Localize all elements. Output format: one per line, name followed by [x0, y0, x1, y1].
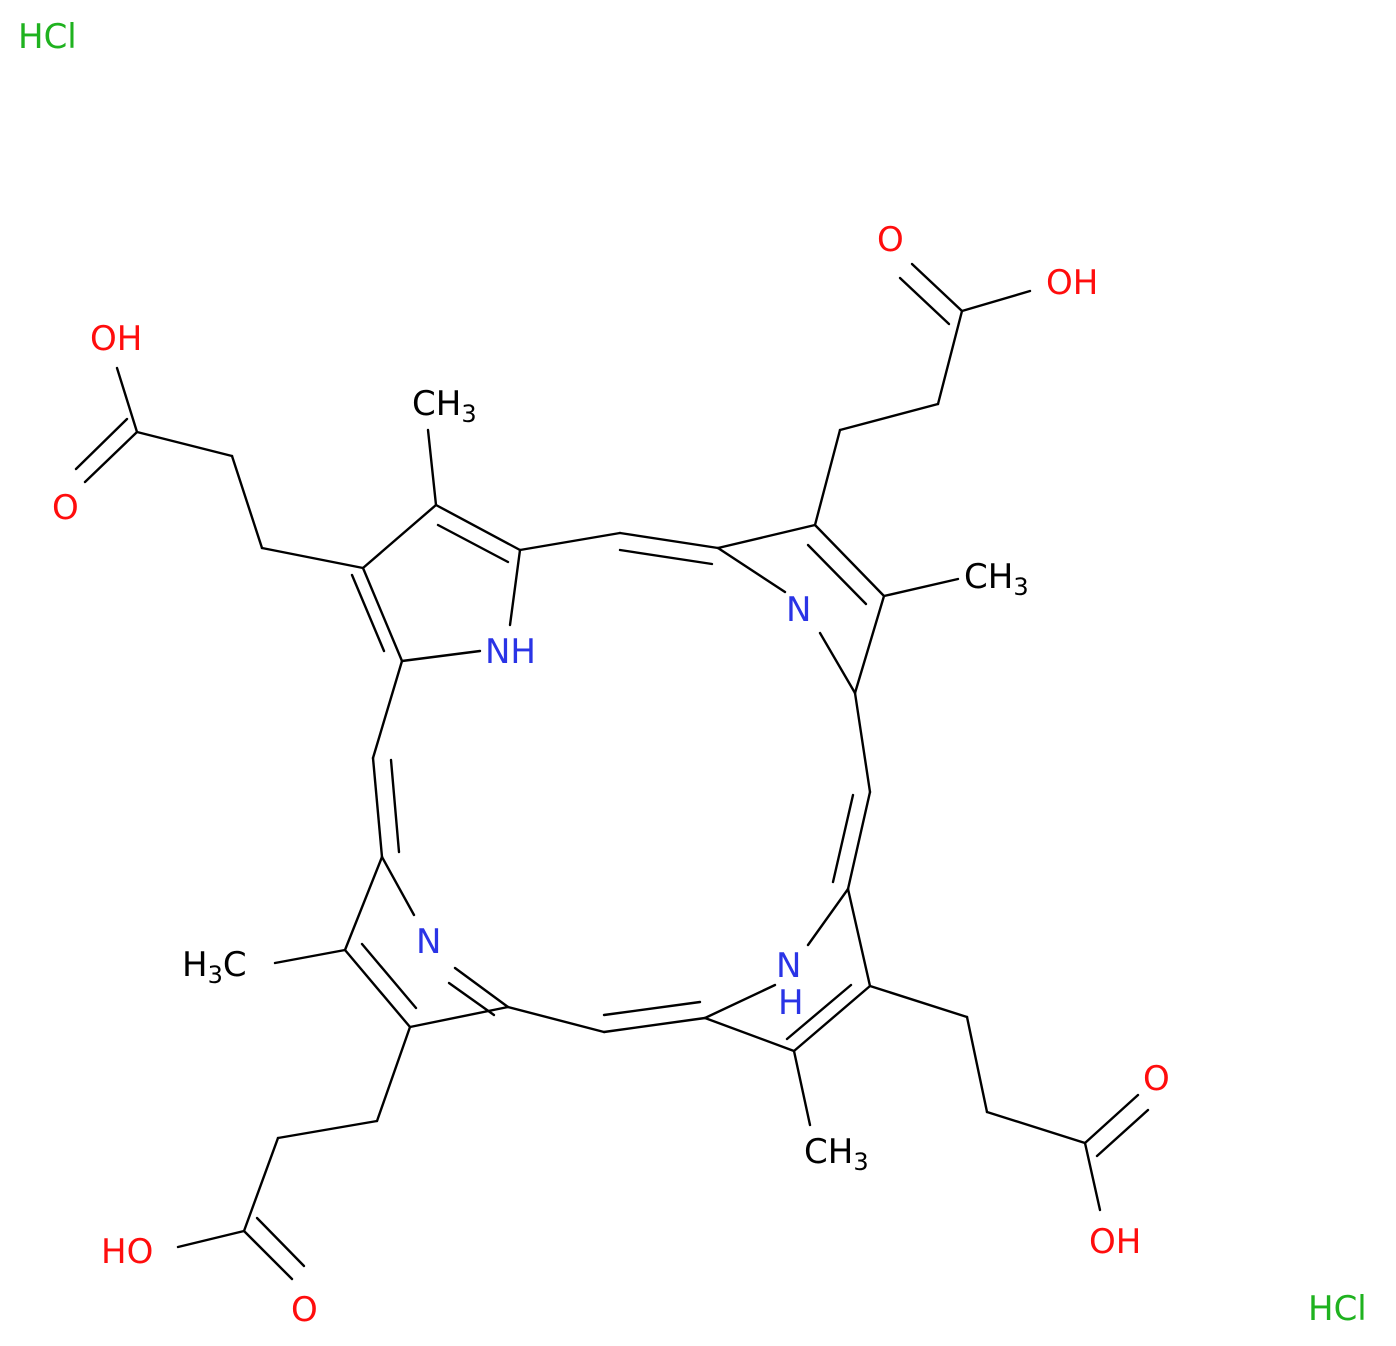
oh-label-top-right: OH: [1046, 263, 1098, 303]
atom-labels: HCl HCl NH N N N H CH3 CH3 CH3 H3C OH O …: [18, 17, 1367, 1330]
bonds: [74, 262, 1150, 1281]
nh-label-top-left: NH: [485, 632, 536, 672]
o-label-top-right: O: [877, 220, 904, 260]
o-label-top-left: O: [52, 488, 79, 528]
n-label-top-right: N: [786, 590, 811, 630]
ho-label-bottom-left: HO: [101, 1232, 153, 1272]
n-label-bottom-left: N: [416, 922, 441, 962]
methyl-label-bottom-right: CH3: [804, 1132, 869, 1176]
n-label-bottom-right: N: [776, 946, 801, 986]
hcl-label-top: HCl: [18, 17, 77, 57]
methyl-label-top-right: CH3: [964, 557, 1029, 601]
methyl-label-top-left: CH3: [412, 384, 477, 428]
h-label-bottom-right: H: [778, 983, 804, 1023]
o-label-bottom-right: O: [1143, 1059, 1170, 1099]
methyl-label-bottom-left: H3C: [182, 945, 247, 989]
oh-label-top-left: OH: [90, 319, 142, 359]
o-label-bottom-left: O: [291, 1290, 318, 1330]
hcl-label-bottom: HCl: [1308, 1289, 1367, 1329]
oh-label-bottom-right: OH: [1089, 1222, 1141, 1262]
